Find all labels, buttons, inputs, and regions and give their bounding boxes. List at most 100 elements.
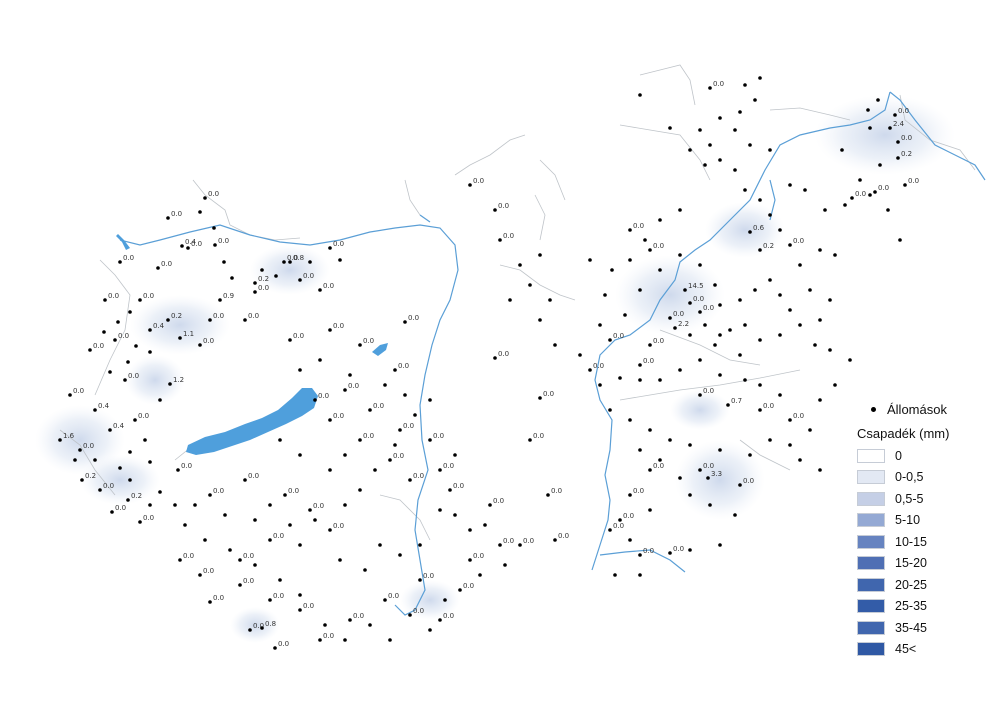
station-dot bbox=[828, 298, 832, 302]
station-marker: 0.0 bbox=[318, 632, 334, 642]
station-marker: 0.2 bbox=[896, 150, 912, 160]
station-marker: 0.0 bbox=[208, 594, 224, 604]
station-dot bbox=[338, 558, 342, 562]
precipitation-shading bbox=[35, 95, 955, 643]
station-dot bbox=[318, 638, 322, 642]
station-marker: 0.0 bbox=[123, 372, 139, 382]
station-dot bbox=[733, 128, 737, 132]
station-value-label: 0.0 bbox=[278, 640, 289, 648]
station-value-label: 0.0 bbox=[523, 537, 534, 545]
station-dot bbox=[73, 458, 77, 462]
station-value-label: 0.0 bbox=[323, 632, 334, 640]
station-dot bbox=[328, 328, 332, 332]
station-dot bbox=[108, 428, 112, 432]
station-marker: 0.4 bbox=[148, 322, 165, 332]
station-dot bbox=[758, 383, 762, 387]
station-value-label: 0.2 bbox=[171, 312, 182, 320]
station-value-label: 0.0 bbox=[171, 210, 182, 218]
station-value-label: 0.0 bbox=[703, 304, 714, 312]
station-dot bbox=[278, 438, 282, 442]
station-dot bbox=[603, 293, 607, 297]
legend-class-row: 15-20 bbox=[857, 553, 992, 575]
station-dot bbox=[298, 543, 302, 547]
station-value-label: 0.0 bbox=[353, 612, 364, 620]
station-dot bbox=[283, 493, 287, 497]
station-dot bbox=[403, 320, 407, 324]
station-dot bbox=[212, 226, 216, 230]
station-dot bbox=[588, 258, 592, 262]
station-dot bbox=[668, 126, 672, 130]
station-dot bbox=[608, 338, 612, 342]
station-value-label: 0.0 bbox=[333, 522, 344, 530]
station-dot bbox=[798, 458, 802, 462]
station-dot bbox=[368, 623, 372, 627]
station-dot bbox=[893, 113, 897, 117]
station-dot bbox=[898, 238, 902, 242]
station-marker: 0.0 bbox=[268, 532, 284, 542]
station-dot bbox=[703, 163, 707, 167]
station-dot bbox=[418, 543, 422, 547]
station-dot bbox=[628, 493, 632, 497]
station-dot bbox=[743, 323, 747, 327]
station-dot bbox=[208, 493, 212, 497]
station-value-label: 0.0 bbox=[703, 462, 714, 470]
station-marker: 0.0 bbox=[243, 472, 259, 482]
station-value-label: 0.0 bbox=[103, 482, 114, 490]
station-dot bbox=[468, 183, 472, 187]
rivers bbox=[119, 91, 986, 616]
station-marker: 0.0 bbox=[328, 522, 344, 532]
station-dot bbox=[688, 148, 692, 152]
station-value-label: 0.0 bbox=[273, 532, 284, 540]
station-dot bbox=[718, 303, 722, 307]
station-dot bbox=[268, 598, 272, 602]
station-value-label: 14.5 bbox=[688, 282, 704, 290]
station-dot bbox=[313, 398, 317, 402]
station-dot bbox=[648, 428, 652, 432]
station-dot bbox=[408, 613, 412, 617]
station-value-label: 0.0 bbox=[613, 522, 624, 530]
station-dot bbox=[80, 478, 84, 482]
station-value-label: 0.0 bbox=[213, 594, 224, 602]
legend-class-label: 15-20 bbox=[895, 556, 927, 571]
station-value-label: 0.0 bbox=[248, 312, 259, 320]
station-value-label: 0.0 bbox=[703, 387, 714, 395]
station-dot bbox=[743, 83, 747, 87]
station-value-label: 0.0 bbox=[348, 382, 359, 390]
legend-class-row: 20-25 bbox=[857, 574, 992, 596]
station-value-label: 0.0 bbox=[643, 357, 654, 365]
station-marker: 2.2 bbox=[673, 320, 689, 330]
station-dot bbox=[418, 578, 422, 582]
station-marker: 0.0 bbox=[328, 240, 344, 250]
station-value-label: 0.0 bbox=[613, 332, 624, 340]
station-marker: 0.0 bbox=[408, 607, 424, 617]
station-dot bbox=[123, 378, 127, 382]
station-marker: 0.0 bbox=[638, 547, 654, 557]
station-value-label: 0.4 bbox=[98, 402, 110, 410]
station-dot bbox=[588, 368, 592, 372]
station-dot bbox=[183, 523, 187, 527]
station-dot bbox=[503, 563, 507, 567]
station-value-label: 2.2 bbox=[678, 320, 689, 328]
station-dot bbox=[298, 453, 302, 457]
station-value-label: 0.0 bbox=[93, 342, 104, 350]
station-marker: 0.0 bbox=[698, 304, 714, 314]
station-value-label: 0.0 bbox=[433, 432, 444, 440]
station-dot bbox=[308, 508, 312, 512]
station-dot bbox=[546, 493, 550, 497]
station-dot bbox=[888, 126, 892, 130]
station-marker: 0.0 bbox=[138, 514, 154, 524]
maros bbox=[599, 549, 686, 573]
station-dot bbox=[818, 248, 822, 252]
station-dot bbox=[138, 520, 142, 524]
station-marker: 0.0 bbox=[203, 190, 219, 200]
station-value-label: 0.0 bbox=[288, 487, 299, 495]
station-dot bbox=[813, 343, 817, 347]
station-marker: 0.0 bbox=[176, 462, 192, 472]
station-dot bbox=[148, 350, 152, 354]
station-dot bbox=[638, 288, 642, 292]
station-dot bbox=[148, 460, 152, 464]
station-marker: 0.4 bbox=[93, 402, 110, 412]
station-marker: 0.0 bbox=[438, 612, 454, 622]
legend-class-label: 25-35 bbox=[895, 599, 927, 614]
station-dot bbox=[228, 548, 232, 552]
